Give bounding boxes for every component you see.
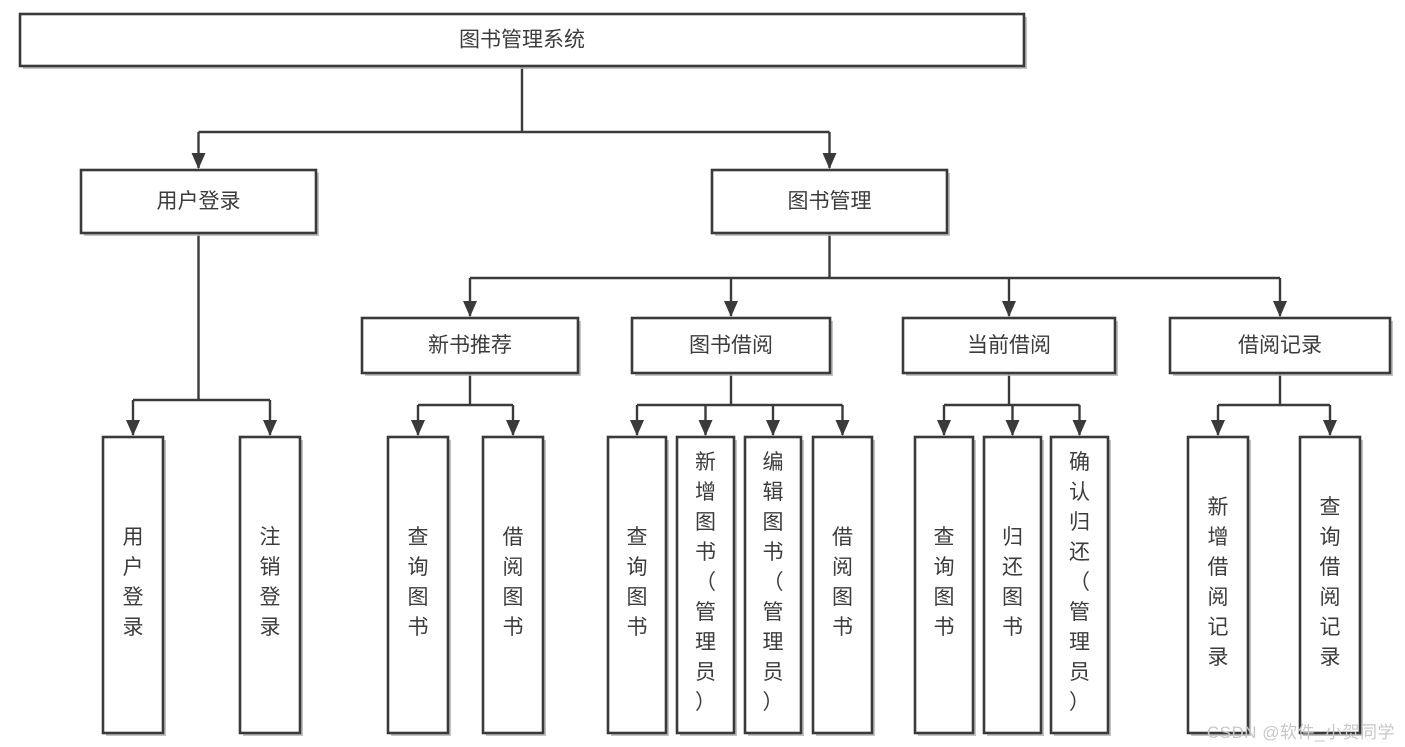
node-leaf-query-record[interactable]: 查询借阅记录 xyxy=(1298,435,1363,736)
arrow-head xyxy=(191,153,206,169)
edge-layer xyxy=(126,66,1337,436)
arrow-head xyxy=(937,420,951,436)
node-label: 图书借阅 xyxy=(689,334,773,357)
node-label: 查询图书 xyxy=(627,526,648,639)
node-leaf-add-record[interactable]: 新增借阅记录 xyxy=(1186,435,1251,736)
node-box[interactable] xyxy=(913,435,975,735)
node-leaf-borrow-book-2[interactable]: 借阅图书 xyxy=(811,435,875,736)
node-label: 新增图书（管理员） xyxy=(695,451,716,714)
node-label: 新书推荐 xyxy=(428,334,512,357)
node-label: 查询借阅记录 xyxy=(1320,496,1341,669)
node-box[interactable] xyxy=(710,168,949,235)
node-leaf-edit-book[interactable]: 编辑图书（管理员） xyxy=(743,435,804,736)
node-leaf-query-book-2[interactable]: 查询图书 xyxy=(606,435,669,736)
arrow-head xyxy=(698,420,713,436)
node-leaf-borrow-book-1[interactable]: 借阅图书 xyxy=(481,435,546,736)
node-book-borrow[interactable]: 图书借阅 xyxy=(630,316,833,376)
node-label: 确认归还（管理员） xyxy=(1069,451,1090,714)
node-label: 当前借阅 xyxy=(967,334,1051,357)
node-leaf-return-book[interactable]: 归还图书 xyxy=(982,435,1044,736)
arrow-head xyxy=(1002,301,1016,317)
node-label: 借阅记录 xyxy=(1238,334,1322,357)
node-leaf-query-book-3[interactable]: 查询图书 xyxy=(913,435,976,736)
node-box[interactable] xyxy=(1168,316,1392,375)
node-box[interactable] xyxy=(1049,435,1110,735)
node-layer: 图书管理系统用户登录图书管理新书推荐图书借阅当前借阅借阅记录用户登录注销登录查询… xyxy=(18,12,1393,736)
node-box[interactable] xyxy=(982,435,1043,735)
arrow-head xyxy=(411,420,425,436)
node-label: 图书管理 xyxy=(788,190,872,213)
node-label: 注销登录 xyxy=(260,526,281,639)
node-label: 查询图书 xyxy=(934,526,955,639)
node-box[interactable] xyxy=(630,316,832,375)
node-box[interactable] xyxy=(79,168,318,235)
node-leaf-confirm-return[interactable]: 确认归还（管理员） xyxy=(1049,435,1111,736)
node-box[interactable] xyxy=(238,435,302,735)
arrow-head xyxy=(1323,420,1337,436)
arrow-head xyxy=(463,301,477,317)
node-box[interactable] xyxy=(18,12,1026,68)
node-box[interactable] xyxy=(1186,435,1250,735)
arrow-head xyxy=(1211,420,1225,436)
node-label: 图书管理系统 xyxy=(459,29,585,52)
node-label: 借阅图书 xyxy=(832,526,853,639)
node-box[interactable] xyxy=(675,435,736,735)
node-leaf-logout[interactable]: 注销登录 xyxy=(238,435,303,736)
node-label: 查询图书 xyxy=(408,526,429,639)
node-label: 新增借阅记录 xyxy=(1208,496,1229,669)
node-new-book-rec[interactable]: 新书推荐 xyxy=(360,316,581,376)
node-leaf-query-book-1[interactable]: 查询图书 xyxy=(386,435,451,736)
arrow-head xyxy=(766,420,780,436)
node-root[interactable]: 图书管理系统 xyxy=(18,12,1027,69)
node-label: 编辑图书（管理员） xyxy=(763,451,784,714)
node-box[interactable] xyxy=(386,435,450,735)
node-leaf-add-book[interactable]: 新增图书（管理员） xyxy=(675,435,737,736)
node-book-manage[interactable]: 图书管理 xyxy=(710,168,950,236)
node-box[interactable] xyxy=(1298,435,1362,735)
node-leaf-user-login[interactable]: 用户登录 xyxy=(101,435,166,736)
node-user-login[interactable]: 用户登录 xyxy=(79,168,319,236)
node-box[interactable] xyxy=(901,316,1117,375)
node-box[interactable] xyxy=(360,316,580,375)
arrow-head xyxy=(1005,420,1020,436)
node-label: 用户登录 xyxy=(157,190,241,213)
node-box[interactable] xyxy=(606,435,668,735)
node-box[interactable] xyxy=(811,435,874,735)
arrow-head xyxy=(506,420,520,436)
node-label: 借阅图书 xyxy=(503,526,524,639)
arrow-head xyxy=(1072,420,1087,436)
node-label: 归还图书 xyxy=(1002,526,1023,639)
node-box[interactable] xyxy=(743,435,803,735)
node-label: 用户登录 xyxy=(123,526,144,639)
arrow-head xyxy=(835,420,850,436)
node-box[interactable] xyxy=(101,435,165,735)
arrow-head xyxy=(822,153,837,169)
arrow-head xyxy=(126,420,140,436)
node-box[interactable] xyxy=(481,435,545,735)
arrow-head xyxy=(724,301,738,317)
arrow-head xyxy=(263,420,277,436)
node-borrow-record[interactable]: 借阅记录 xyxy=(1168,316,1393,376)
node-current-borrow[interactable]: 当前借阅 xyxy=(901,316,1118,376)
arrow-head xyxy=(1273,301,1287,317)
arrow-head xyxy=(630,420,644,436)
